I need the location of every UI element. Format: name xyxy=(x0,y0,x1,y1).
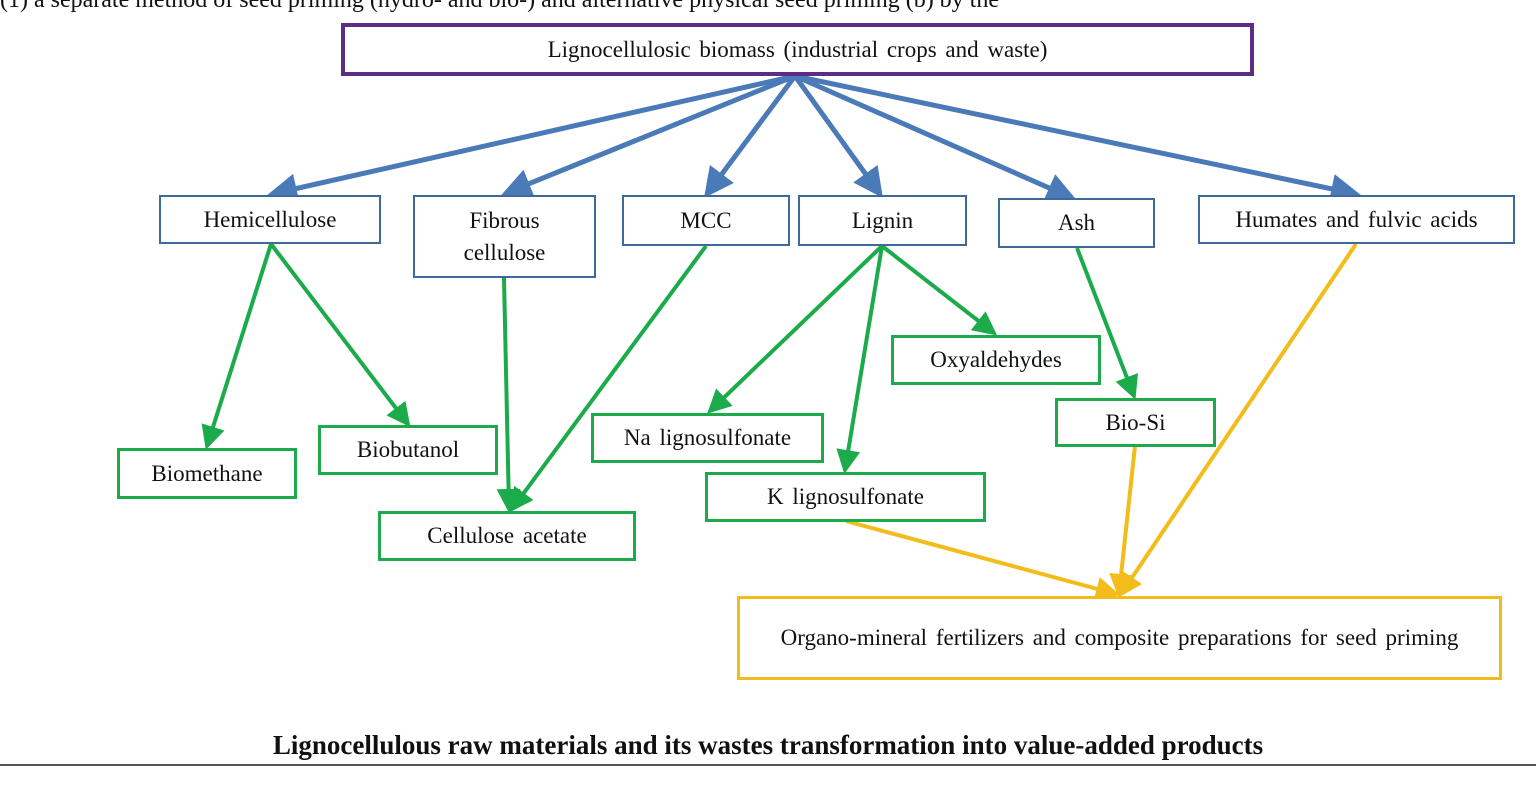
arrow-root-hemicellulose xyxy=(267,73,796,204)
node-biomethane: Biomethane xyxy=(117,448,297,499)
arrow-humates-fertilizers xyxy=(1118,242,1358,598)
arrow-hemicellulose-biomethane xyxy=(201,243,273,450)
cut-off-top-text: (1) a separate method of seed priming (h… xyxy=(0,0,1536,12)
arrow-root-ash xyxy=(793,73,1077,202)
arrow-ash-bio-si xyxy=(1075,247,1139,400)
arrow-root-fibrous-cellulose xyxy=(501,73,796,198)
arrow-lignin-oxyaldehydes xyxy=(880,244,998,336)
arrow-lignin-k-lignosulfonate xyxy=(836,245,884,474)
arrow-k-lignosulfonate-fertilizers xyxy=(845,519,1120,601)
node-lignin: Lignin xyxy=(798,195,967,246)
node-mcc: MCC xyxy=(622,195,790,246)
node-k-lignosulfonate: K lignosulfonate xyxy=(705,472,986,522)
node-hemicellulose: Hemicellulose xyxy=(159,195,381,244)
node-fertilizers: Organo-mineral fertilizers and composite… xyxy=(737,596,1502,680)
arrow-lignin-na-lignosulfonate xyxy=(707,244,884,414)
arrow-bio-si-fertilizers xyxy=(1109,445,1137,598)
node-lignocellulosic-biomass: Lignocellulosic biomass (industrial crop… xyxy=(341,23,1254,76)
arrow-fibrous-cellulose-acetate xyxy=(496,277,521,513)
arrow-hemicellulose-biobutanol xyxy=(269,242,411,428)
figure-caption: Lignocellulous raw materials and its was… xyxy=(272,730,1264,760)
node-fibrous-cellulose: Fibrous cellulose xyxy=(413,195,596,278)
node-bio-si: Bio-Si xyxy=(1055,398,1216,447)
node-ash: Ash xyxy=(998,198,1155,248)
arrow-root-lignin xyxy=(792,74,883,199)
arrow-root-humates xyxy=(794,73,1361,204)
node-biobutanol: Biobutanol xyxy=(318,425,498,475)
node-cellulose-acetate: Cellulose acetate xyxy=(378,511,636,561)
arrow-root-mcc xyxy=(704,74,798,199)
node-na-lignosulfonate: Na lignosulfonate xyxy=(591,413,824,463)
node-oxyaldehydes: Oxyaldehydes xyxy=(891,335,1101,385)
arrow-mcc-cellulose-acetate xyxy=(509,244,708,513)
caption-underline xyxy=(0,764,1536,766)
node-humates-fulvic-acids: Humates and fulvic acids xyxy=(1198,195,1515,244)
